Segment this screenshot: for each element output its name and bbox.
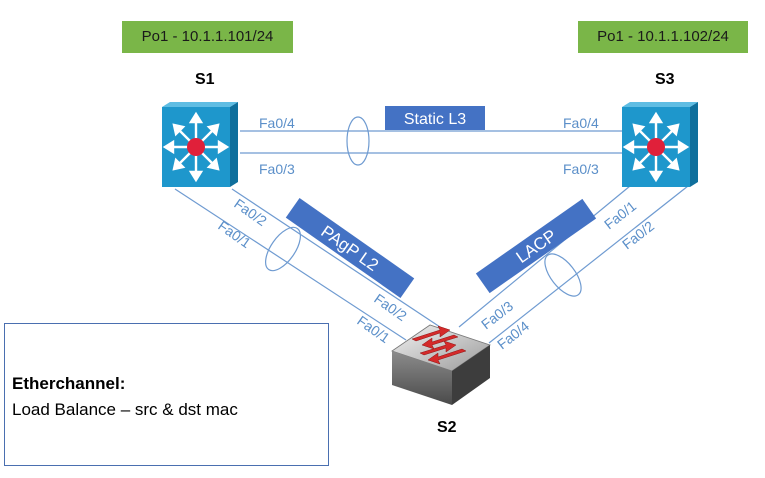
s1-port-channel-label: Po1 - 10.1.1.101/24 (122, 21, 293, 53)
port-s3-fa0-1: Fa0/1 (601, 198, 639, 233)
port-s1-fa0-3: Fa0/3 (259, 161, 295, 177)
bundle-ring-s1-s2 (265, 226, 301, 272)
s2-device-name: S2 (437, 419, 457, 436)
etherchannel-note: Etherchannel: Load Balance – src & dst m… (4, 323, 329, 466)
port-s1-fa0-4: Fa0/4 (259, 115, 295, 131)
port-s3-fa0-4: Fa0/4 (563, 115, 599, 131)
etherchannel-note-body: Load Balance – src & dst mac (12, 400, 238, 419)
port-s2-fa0-1: Fa0/1 (354, 312, 393, 346)
s3-port-channel-label: Po1 - 10.1.1.102/24 (578, 21, 748, 53)
port-s3-fa0-3: Fa0/3 (563, 161, 599, 177)
bundle-label-s1-s3: Static L3 (404, 111, 466, 128)
link-s1-s2-fa0-1 (174, 188, 407, 341)
bundle-ring-s3-s2 (544, 253, 582, 297)
link-s3-s2-fa0-2 (488, 185, 689, 344)
s3-device-name: S3 (655, 71, 675, 88)
bundle-tag-s1-s2: PAgP L2 (285, 198, 415, 298)
bundle-tag-s1-s3: Static L3 (385, 106, 485, 130)
s3-switch-icon[interactable] (622, 102, 698, 187)
port-s3-fa0-2: Fa0/2 (619, 218, 657, 253)
bundle-tag-s3-s2: LACP (475, 198, 597, 294)
bundle-ring-s1-s3 (346, 116, 370, 166)
s2-switch-icon[interactable] (391, 324, 491, 405)
link-s1-s2-fa0-2 (231, 188, 441, 328)
s1-device-name: S1 (195, 71, 215, 88)
port-s2-fa0-2: Fa0/2 (371, 290, 410, 324)
etherchannel-note-title: Etherchannel: (12, 374, 126, 393)
port-s1-fa0-2: Fa0/2 (231, 195, 270, 229)
link-s3-s2-fa0-1 (458, 185, 631, 328)
s1-switch-icon[interactable] (162, 102, 238, 187)
port-s1-fa0-1: Fa0/1 (215, 217, 254, 251)
